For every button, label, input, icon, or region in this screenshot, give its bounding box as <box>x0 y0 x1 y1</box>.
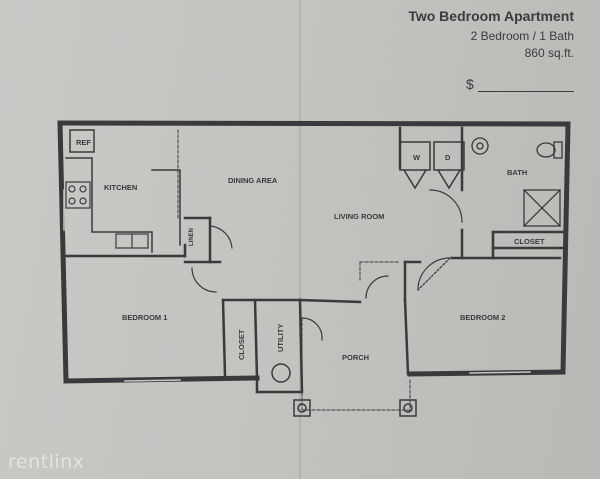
label-washer: W <box>413 153 421 162</box>
label-kitchen: KITCHEN <box>104 183 137 192</box>
refrigerator <box>69 129 95 153</box>
bed-bath-info: 2 Bedroom / 1 Bath <box>470 29 574 43</box>
label-utility: UTILITY <box>276 324 285 352</box>
label-bedroom-2: BEDROOM 2 <box>460 313 505 322</box>
label-living-room: LIVING ROOM <box>334 212 384 221</box>
label-bedroom-1: BEDROOM 1 <box>122 313 167 322</box>
kitchen-sink <box>115 233 149 249</box>
windows <box>63 189 531 382</box>
label-bath: BATH <box>507 168 527 177</box>
kitchen-counter <box>65 157 181 253</box>
door-swings <box>191 189 463 341</box>
label-porch: PORCH <box>342 353 369 362</box>
label-dryer: D <box>445 153 451 162</box>
page-title: Two Bedroom Apartment <box>408 8 574 24</box>
watermark-logo: rentlinx <box>8 451 85 473</box>
interior-walls <box>64 126 567 394</box>
price-blank-line <box>478 91 574 92</box>
label-ref: REF <box>76 138 91 147</box>
porch-outline <box>177 129 411 411</box>
page-fold <box>299 0 301 479</box>
price-label: $ <box>466 76 474 92</box>
stove <box>65 181 91 209</box>
label-linen: LINEN <box>189 228 195 246</box>
bath-fixtures <box>471 137 563 227</box>
square-footage: 860 sq.ft. <box>524 46 574 60</box>
washer-dryer <box>399 141 465 190</box>
label-closet-bed1: CLOSET <box>237 329 246 360</box>
label-closet-bath: CLOSET <box>514 237 545 246</box>
room-labels: REF KITCHEN DINING AREA LIVING ROOM BATH… <box>76 138 545 362</box>
porch-posts <box>293 399 417 417</box>
label-dining: DINING AREA <box>228 176 278 185</box>
water-heater <box>271 363 291 383</box>
